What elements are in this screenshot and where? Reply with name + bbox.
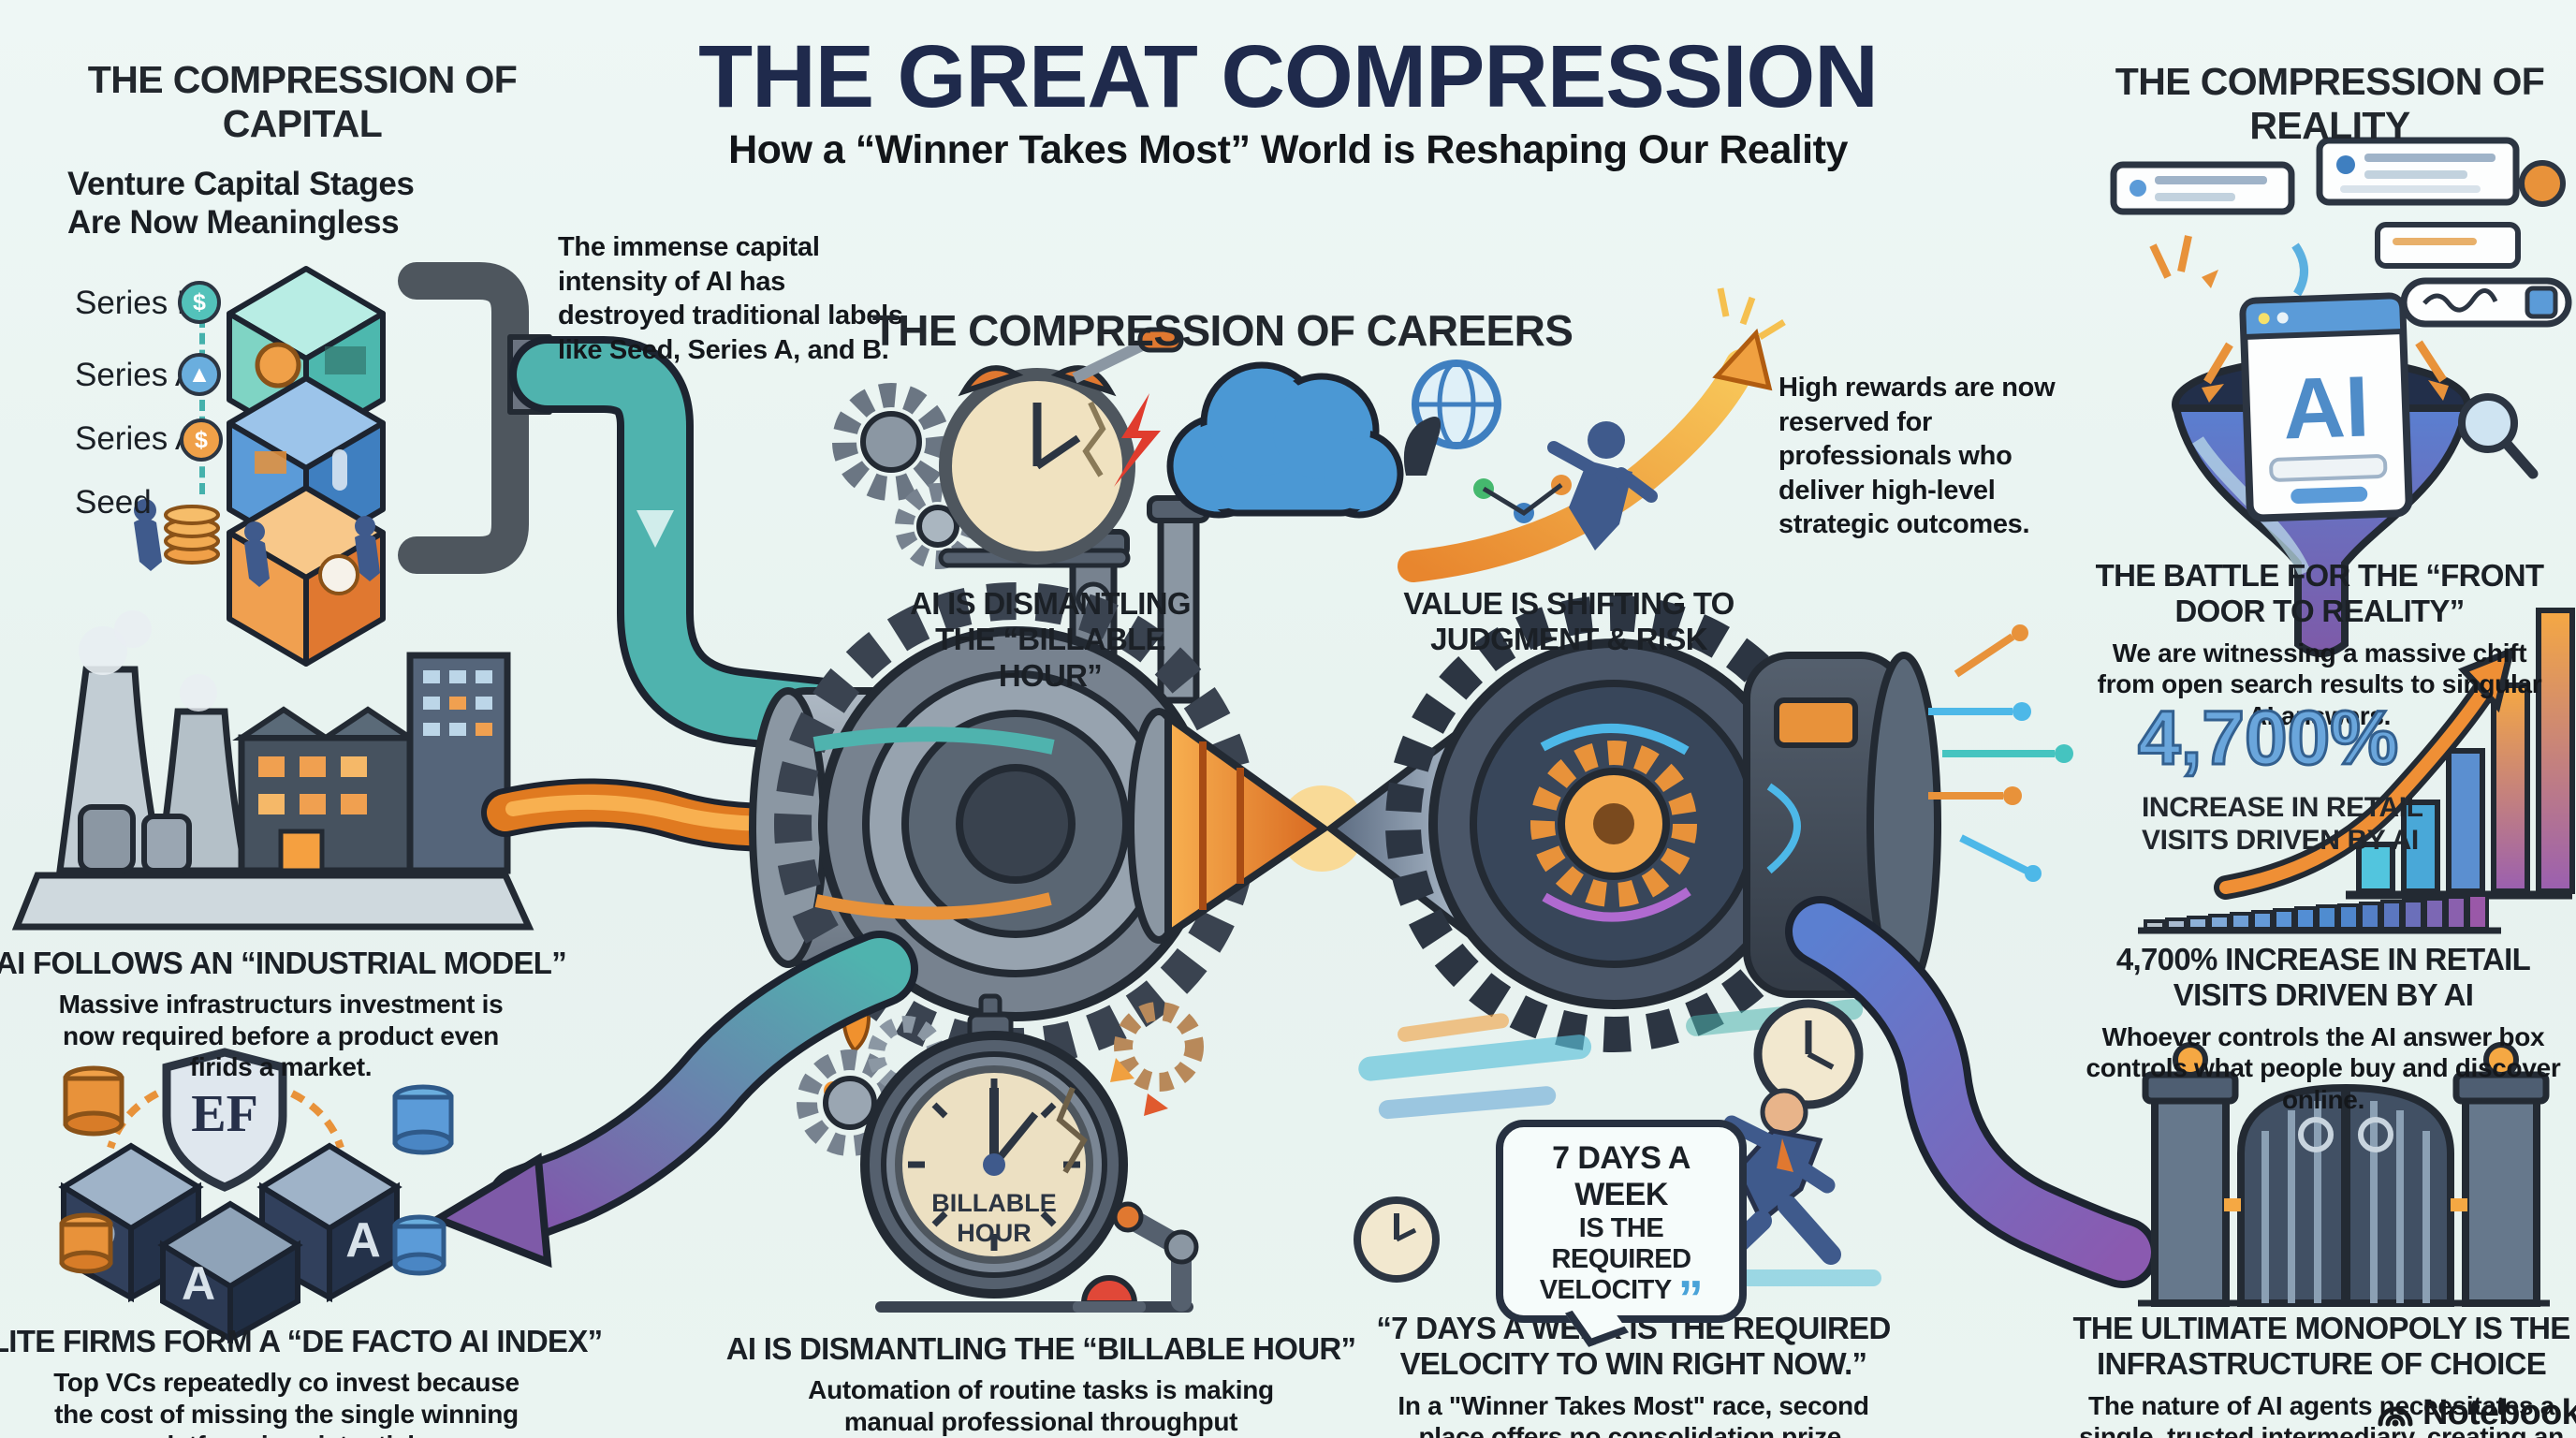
billable-bottom-body: Automation of routine tasks is making ma… [808,1375,1274,1436]
value-shift-heading: VALUE IS SHIFTING TO JUDGMENT & RISK [1403,586,1734,657]
value-shift-caption: VALUE IS SHIFTING TO JUDGMENT & RISK [1391,586,1747,658]
front-door-body: We are witnessing a massive chift from o… [2097,638,2542,730]
industrial-model-caption: AI FOLLOWS AN “INDUSTRIAL MODEL” Massive… [0,946,567,1083]
velocity-caption: “7 DAYS A WEEK IS THE REQUIRED VELOCITY … [1362,1311,1905,1438]
funnel-ai-label: AI [2281,359,2371,457]
bubble-line3: VELOCITY [1539,1275,1672,1305]
reality-heading: THE COMPRESSION OF REALITY [2115,60,2545,148]
vault-letter: A [345,1213,381,1268]
retail-stat-value: 4,700% [2136,695,2399,783]
front-door-caption: THE BATTLE FOR THE “FRONT DOOR TO REALIT… [2086,558,2554,731]
billable-hour-bottom-icon: BILLABLE HOUR [797,993,1204,1313]
retail-visits-body: Whoever controls the AI answer box contr… [2086,1021,2561,1114]
growth-bars [2356,608,2575,894]
factory-icon [11,610,534,931]
capital-intro: Venture Capital Stages Are Now Meaningle… [67,166,415,242]
compression-machine-right-icon [1325,595,1941,1052]
elite-firms-caption: ELITE FIRMS FORM A “DE FACTO AI INDEX” T… [0,1324,603,1438]
billable-hour-top-icon [832,327,1184,569]
stage-connector-line [199,316,205,494]
retail-growth-chart [2138,608,2575,934]
clamp-icon [398,262,529,574]
stage-label-series-a2: Series A [75,420,198,457]
main-subtitle: How a “Winner Takes Most” World is Resha… [728,127,1848,172]
elite-firms-heading: ELITE FIRMS FORM A “DE FACTO AI INDEX” [0,1324,603,1358]
mini-growth-bars [2144,893,2489,931]
notebooklm-label: NotebookLM [2422,1393,2576,1432]
teal-pipe-icon [509,336,862,755]
stage-symbol: $ [193,288,206,315]
rocket-circle-icon: ▲ [178,353,221,396]
vault-letter: A [182,1257,215,1310]
vault-shield-monogram: EF [191,1085,258,1143]
vc-cube-stack-icon [134,262,552,667]
data-sparks-icon [1928,624,2073,882]
bubble-line1: 7 DAYS A WEEK [1552,1140,1690,1212]
monopoly-heading: THE ULTIMATE MONOPOLY IS THE INFRASTRUCT… [2072,1311,2570,1382]
quote-mark-icon: ” [1677,1270,1704,1327]
page-subtitle: How a “Winner Takes Most” World is Resha… [0,127,2576,173]
stage-label-series-a1: Series A [75,357,198,393]
billable-bottom-caption: AI IS DISMANTLING THE “BILLABLE HOUR” Au… [726,1331,1356,1438]
velocity-runner-icon [1354,999,1881,1286]
retail-stat-label: INCREASE IN RETAIL VISITS DRIVEN BY AI [2142,792,2423,856]
purple-pipe-left-icon [429,931,918,1269]
ai-index-vaults-icon: EF A A [58,1048,454,1344]
careers-annotation: High rewards are now reserved for profes… [1778,373,2056,540]
seed-coins-icon [164,505,220,565]
notebooklm-brand: NotebookLM [2376,1393,2576,1433]
main-title: THE GREAT COMPRESSION [698,27,1879,126]
velocity-body: In a "Winner Takes Most" race, second pl… [1398,1390,1869,1438]
clock-label-line1: BILLABLE [931,1189,1056,1217]
stage-symbol: ▲ [187,360,212,388]
careers-heading: THE COMPRESSION OF CAREERS [871,306,1573,355]
database-icon [59,1065,454,1276]
notebooklm-icon [2378,1406,2413,1426]
cloud-icon [1166,361,1404,519]
bubble-line2: IS THE REQUIRED [1551,1213,1691,1274]
person-icon [134,499,380,587]
compression-machine-left-icon [749,582,1365,1065]
gate-icon [2138,1042,2550,1307]
clock-label-line2: HOUR [957,1219,1032,1247]
ai-funnel-icon: AI [2172,292,2539,657]
billable-top-heading: AI IS DISMANTLING THE “BILLABLE HOUR” [910,586,1191,693]
front-door-heading: THE BATTLE FOR THE “FRONT DOOR TO REALIT… [2095,558,2544,629]
billable-top-caption: AI IS DISMANTLING THE “BILLABLE HOUR” [886,586,1214,694]
search-results-icons [2110,137,2572,328]
dollar-circle-icon: $ [178,281,221,324]
value-shift-icon [1398,287,1786,582]
page-title: THE GREAT COMPRESSION [0,26,2576,128]
purple-pipe-right-icon [1785,896,2159,1288]
dollar-circle-icon: $ [180,418,223,462]
elite-firms-body: Top VCs repeatedly co invest because the… [53,1368,520,1438]
capital-heading: THE COMPRESSION OF CAPITAL [87,58,518,146]
retail-visits-heading: 4,700% INCREASE IN RETAIL VISITS DRIVEN … [2115,942,2531,1013]
stage-label-seed: Seed [75,484,152,521]
stage-symbol: $ [195,426,208,453]
velocity-heading: “7 DAYS A WEEK IS THE REQUIRED VELOCITY … [1376,1311,1891,1382]
industrial-model-body: Massive infrastructurs investment is now… [58,990,504,1082]
retail-visits-caption: 4,700% INCREASE IN RETAIL VISITS DRIVEN … [2080,942,2567,1115]
monopoly-body: The nature of AI agents neceesitates a s… [2079,1390,2564,1438]
capital-annotation: The immense capital intensity of AI has … [558,232,903,365]
billable-bottom-heading: AI IS DISMANTLING THE “BILLABLE HOUR” [725,1331,1356,1366]
monopoly-caption: THE ULTIMATE MONOPOLY IS THE INFRASTRUCT… [2069,1311,2574,1438]
industrial-model-heading: AI FOLLOWS AN “INDUSTRIAL MODEL” [0,946,567,980]
velocity-speech-bubble: 7 DAYS A WEEK IS THE REQUIRED VELOCITY ” [1496,1120,1747,1324]
